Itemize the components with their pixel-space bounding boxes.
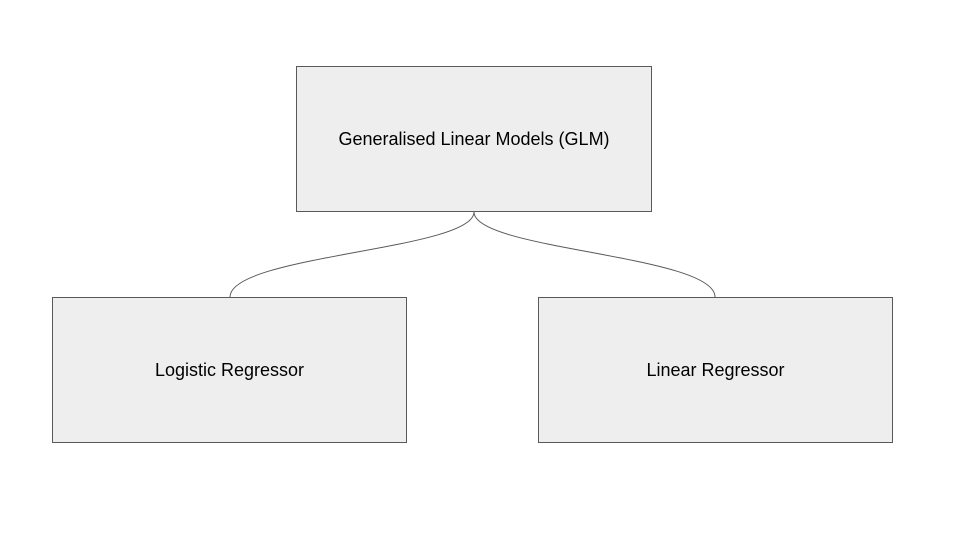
- node-logistic-regressor-label: Logistic Regressor: [154, 359, 305, 380]
- connector-root-to-linear: [473, 211, 716, 298]
- node-glm-label: Generalised Linear Models (GLM): [338, 128, 610, 149]
- node-linear-regressor-label: Linear Regressor: [646, 359, 785, 380]
- connector-root-to-logistic: [229, 211, 475, 298]
- node-glm: Generalised Linear Models (GLM): [296, 66, 652, 212]
- node-linear-regressor: Linear Regressor: [538, 297, 893, 443]
- node-logistic-regressor: Logistic Regressor: [52, 297, 407, 443]
